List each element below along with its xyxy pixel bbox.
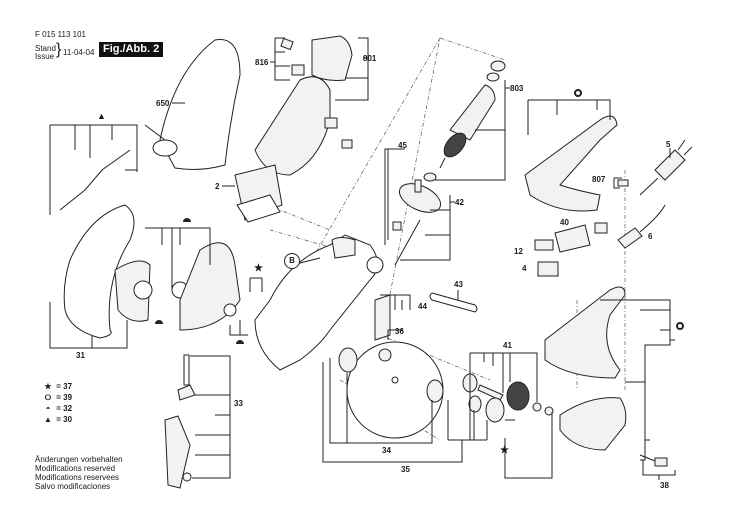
legend-row-half-circle: ◓ = 32: [42, 404, 72, 414]
callout-43: 43: [454, 280, 463, 289]
callout-2: 2: [215, 182, 220, 191]
armature-part: [423, 60, 506, 182]
star-symbol-icon: ★: [254, 263, 263, 274]
legend-row-star: ★ = 37: [42, 382, 72, 392]
callout-6: 6: [648, 232, 653, 241]
guard-plate-part: [179, 242, 241, 331]
half-circle-symbol-icon: [155, 320, 163, 324]
assembly-boundary: [279, 37, 506, 331]
circle-icon: ⭘: [44, 393, 52, 402]
half-circle-icon: ◓: [45, 404, 51, 413]
callout-42: 42: [455, 198, 464, 207]
triangle-symbol-icon: ▲: [97, 111, 106, 121]
callout-33: 33: [234, 399, 243, 408]
callout-807: 807: [592, 175, 606, 184]
callout-12: 12: [514, 247, 523, 256]
power-plug-part: [639, 139, 693, 196]
star-symbol-icon: ★: [500, 445, 509, 456]
issue-date: 11-04-04: [63, 48, 95, 57]
inner-flange-part: [426, 379, 444, 403]
callout-40: 40: [560, 218, 569, 227]
callout-31: 31: [76, 351, 85, 360]
callout-650: 650: [156, 99, 170, 108]
blade-guard-part: [63, 204, 189, 339]
motor-housing-part: [254, 35, 353, 176]
note-line: Salvo modificaciones: [35, 482, 111, 491]
callout-45: 45: [398, 141, 407, 150]
callout-38: 38: [660, 481, 669, 490]
callout-36: 36: [395, 327, 404, 336]
bearing-plate-part: [392, 179, 442, 266]
shaft-pin-part: [429, 292, 478, 313]
legend-row-circle: ⭘ = 39: [42, 393, 72, 403]
callout-35: 35: [401, 465, 410, 474]
gear-assembly-part: [462, 373, 554, 423]
note-line: Modifications reserved: [35, 464, 116, 473]
callout-b-circle: B: [284, 253, 300, 269]
stand-label: Stand: [35, 44, 56, 53]
handle-part: [524, 115, 618, 212]
callout-803: 803: [510, 84, 524, 93]
dust-bag-part: [144, 38, 241, 170]
saw-arm-part: [254, 234, 391, 371]
upper-housing-part: [544, 286, 626, 379]
brace-icon: }: [56, 41, 62, 58]
callout-4: 4: [522, 264, 527, 273]
callout-34: 34: [382, 446, 391, 455]
cable-sleeve-part: [617, 204, 666, 249]
gear-housing-part: [559, 397, 668, 467]
stator-part: [234, 164, 283, 223]
triangle-icon: ▲: [44, 415, 52, 424]
fence-clamp-part: [164, 354, 196, 489]
callout-816: 816: [255, 58, 269, 67]
outer-flange-part: [338, 347, 358, 373]
clamp-part: [617, 179, 629, 187]
callout-5: 5: [666, 140, 671, 149]
half-circle-symbol-icon: [236, 340, 244, 344]
legend-row-triangle: ▲ = 30: [42, 415, 72, 425]
callout-801: 801: [363, 54, 377, 63]
half-circle-symbol-icon: [183, 218, 191, 222]
note-line: Modifications reservees: [35, 473, 120, 482]
part-number: F 015 113 101: [35, 30, 87, 39]
callout-44: 44: [418, 302, 427, 311]
star-icon: ★: [44, 382, 52, 391]
callout-41: 41: [503, 341, 512, 350]
note-line: Änderungen vorbehalten: [35, 455, 123, 464]
modification-notes: Änderungen vorbehalten Modifications res…: [35, 455, 123, 491]
figure-label: Fig./Abb. 2: [99, 42, 164, 57]
switch-part: [534, 222, 608, 277]
issue-label: Issue: [35, 52, 55, 61]
